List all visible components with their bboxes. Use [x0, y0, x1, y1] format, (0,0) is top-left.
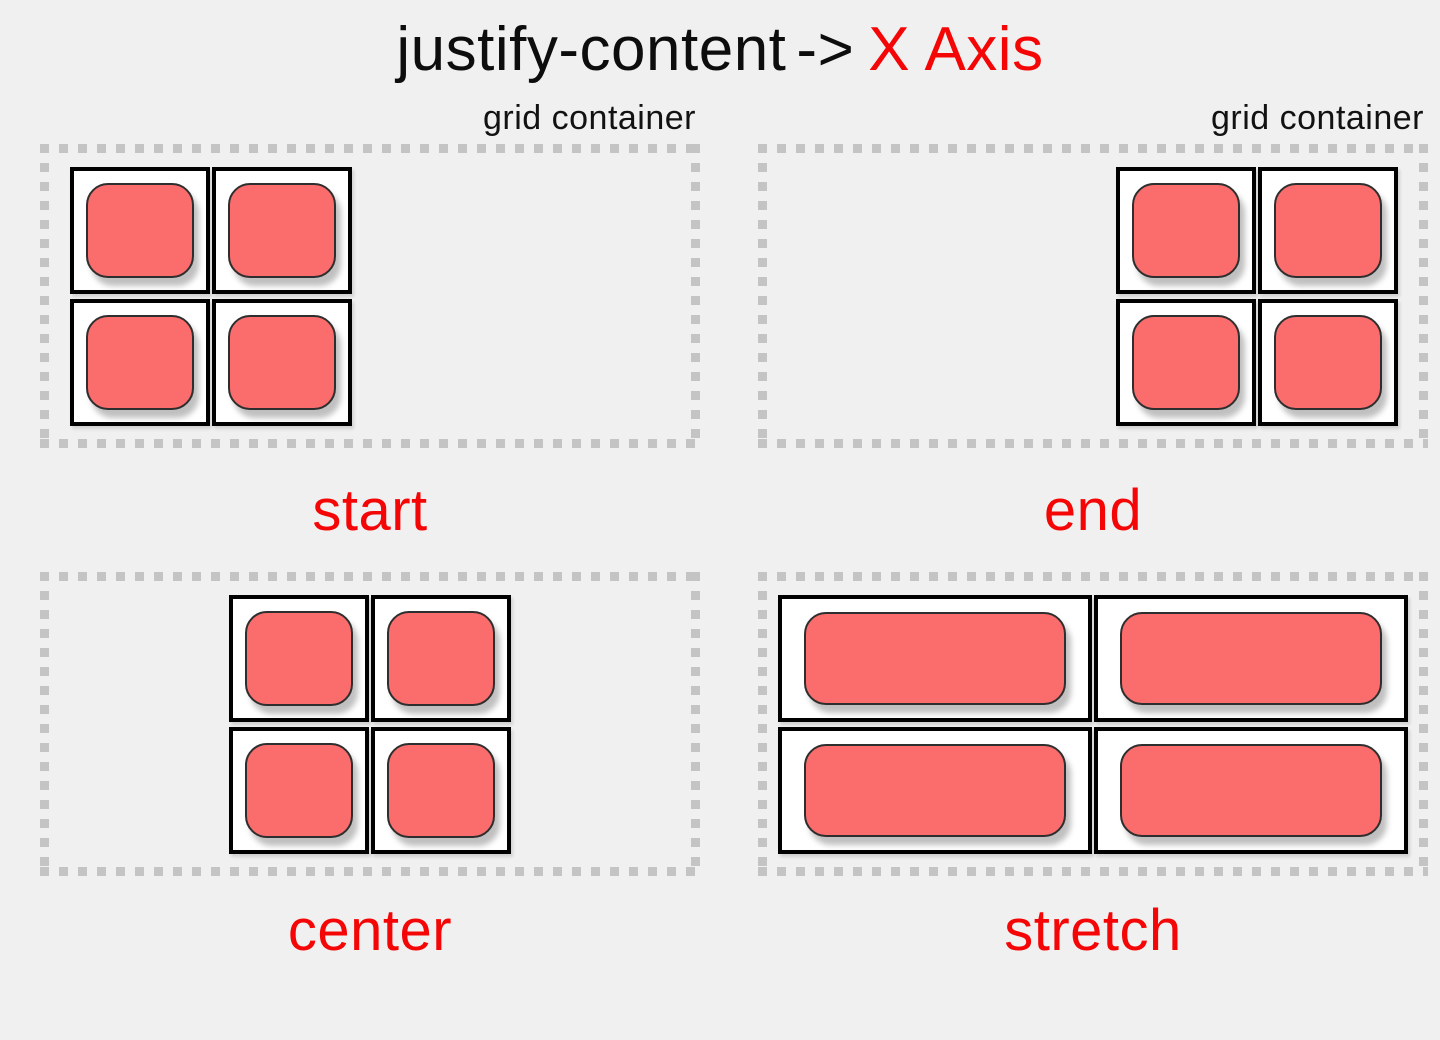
grid-cell [70, 166, 210, 294]
grid-cell [212, 166, 352, 294]
panel-stretch: stretch [758, 572, 1428, 984]
panels-area: grid container start grid container end [0, 88, 1440, 984]
grid-item [387, 610, 495, 706]
item-grid [229, 594, 511, 854]
grid-cell [371, 594, 511, 722]
panel-center: center [40, 572, 700, 984]
variant-label-start: start [312, 477, 428, 543]
item-grid [70, 166, 352, 426]
item-grid [1116, 166, 1398, 426]
grid-container-stretch [758, 572, 1428, 877]
grid-item [86, 182, 194, 278]
grid-item [245, 742, 353, 838]
grid-cell [1094, 594, 1408, 722]
grid-cell [1116, 298, 1256, 426]
grid-cell [1258, 298, 1398, 426]
grid-cell [1116, 166, 1256, 294]
panel-end: grid container end [758, 88, 1428, 572]
grid-cell [229, 594, 369, 722]
grid-cell [229, 726, 369, 854]
title-arrow: -> [796, 15, 855, 84]
grid-item [245, 610, 353, 706]
grid-container-center [40, 572, 700, 877]
page-title: justify-content->X Axis [0, 15, 1440, 84]
grid-cell [371, 726, 511, 854]
grid-item [804, 743, 1066, 837]
grid-cell [778, 594, 1092, 722]
grid-container-start [40, 144, 700, 449]
grid-item [1132, 314, 1240, 410]
grid-container-end [758, 144, 1428, 449]
variant-label-stretch: stretch [1004, 897, 1182, 963]
grid-container-label: grid container [482, 99, 696, 138]
grid-container-label: grid container [1210, 99, 1424, 138]
title-property-text: justify-content [396, 15, 787, 84]
item-grid [778, 594, 1408, 854]
variant-label-center: center [287, 897, 453, 963]
title-axis-text: X Axis [868, 15, 1044, 84]
grid-item [86, 314, 194, 410]
grid-cell [1258, 166, 1398, 294]
grid-item [804, 611, 1066, 705]
grid-cell [70, 298, 210, 426]
grid-item [228, 182, 336, 278]
variant-label-end: end [1043, 477, 1143, 543]
grid-item [1274, 314, 1382, 410]
grid-item [1120, 743, 1382, 837]
grid-item [387, 742, 495, 838]
grid-cell [778, 726, 1092, 854]
grid-item [228, 314, 336, 410]
grid-item [1274, 182, 1382, 278]
grid-item [1120, 611, 1382, 705]
grid-cell [212, 298, 352, 426]
grid-cell [1094, 726, 1408, 854]
panel-start: grid container start [40, 88, 700, 572]
grid-item [1132, 182, 1240, 278]
